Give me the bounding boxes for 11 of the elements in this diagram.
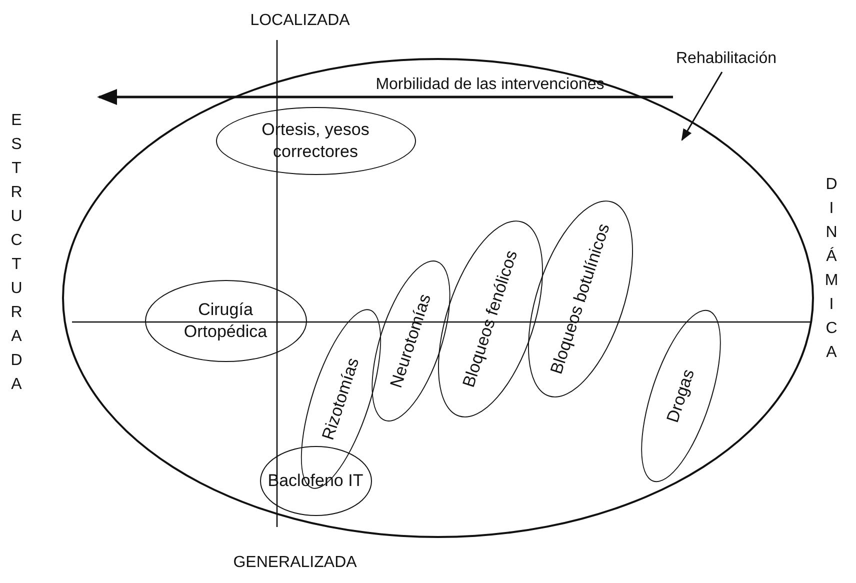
arrow-label: Morbilidad de las intervenciones — [374, 75, 606, 95]
ellipse-label: Drogas — [662, 366, 699, 425]
axis-label: ESTRUCTURADA — [7, 112, 25, 400]
treatment-ellipse — [144, 280, 306, 362]
axis-label: LOCALIZADA — [249, 12, 351, 30]
ellipse-caption: Rehabilitación — [676, 50, 777, 68]
axis-label: GENERALIZADA — [232, 554, 358, 572]
axis-label: DINÁMICA — [822, 176, 840, 368]
leader-line — [681, 72, 723, 142]
ellipse-label: Cirugía Ortopédica — [182, 299, 268, 342]
treatment-ellipse — [216, 106, 416, 174]
